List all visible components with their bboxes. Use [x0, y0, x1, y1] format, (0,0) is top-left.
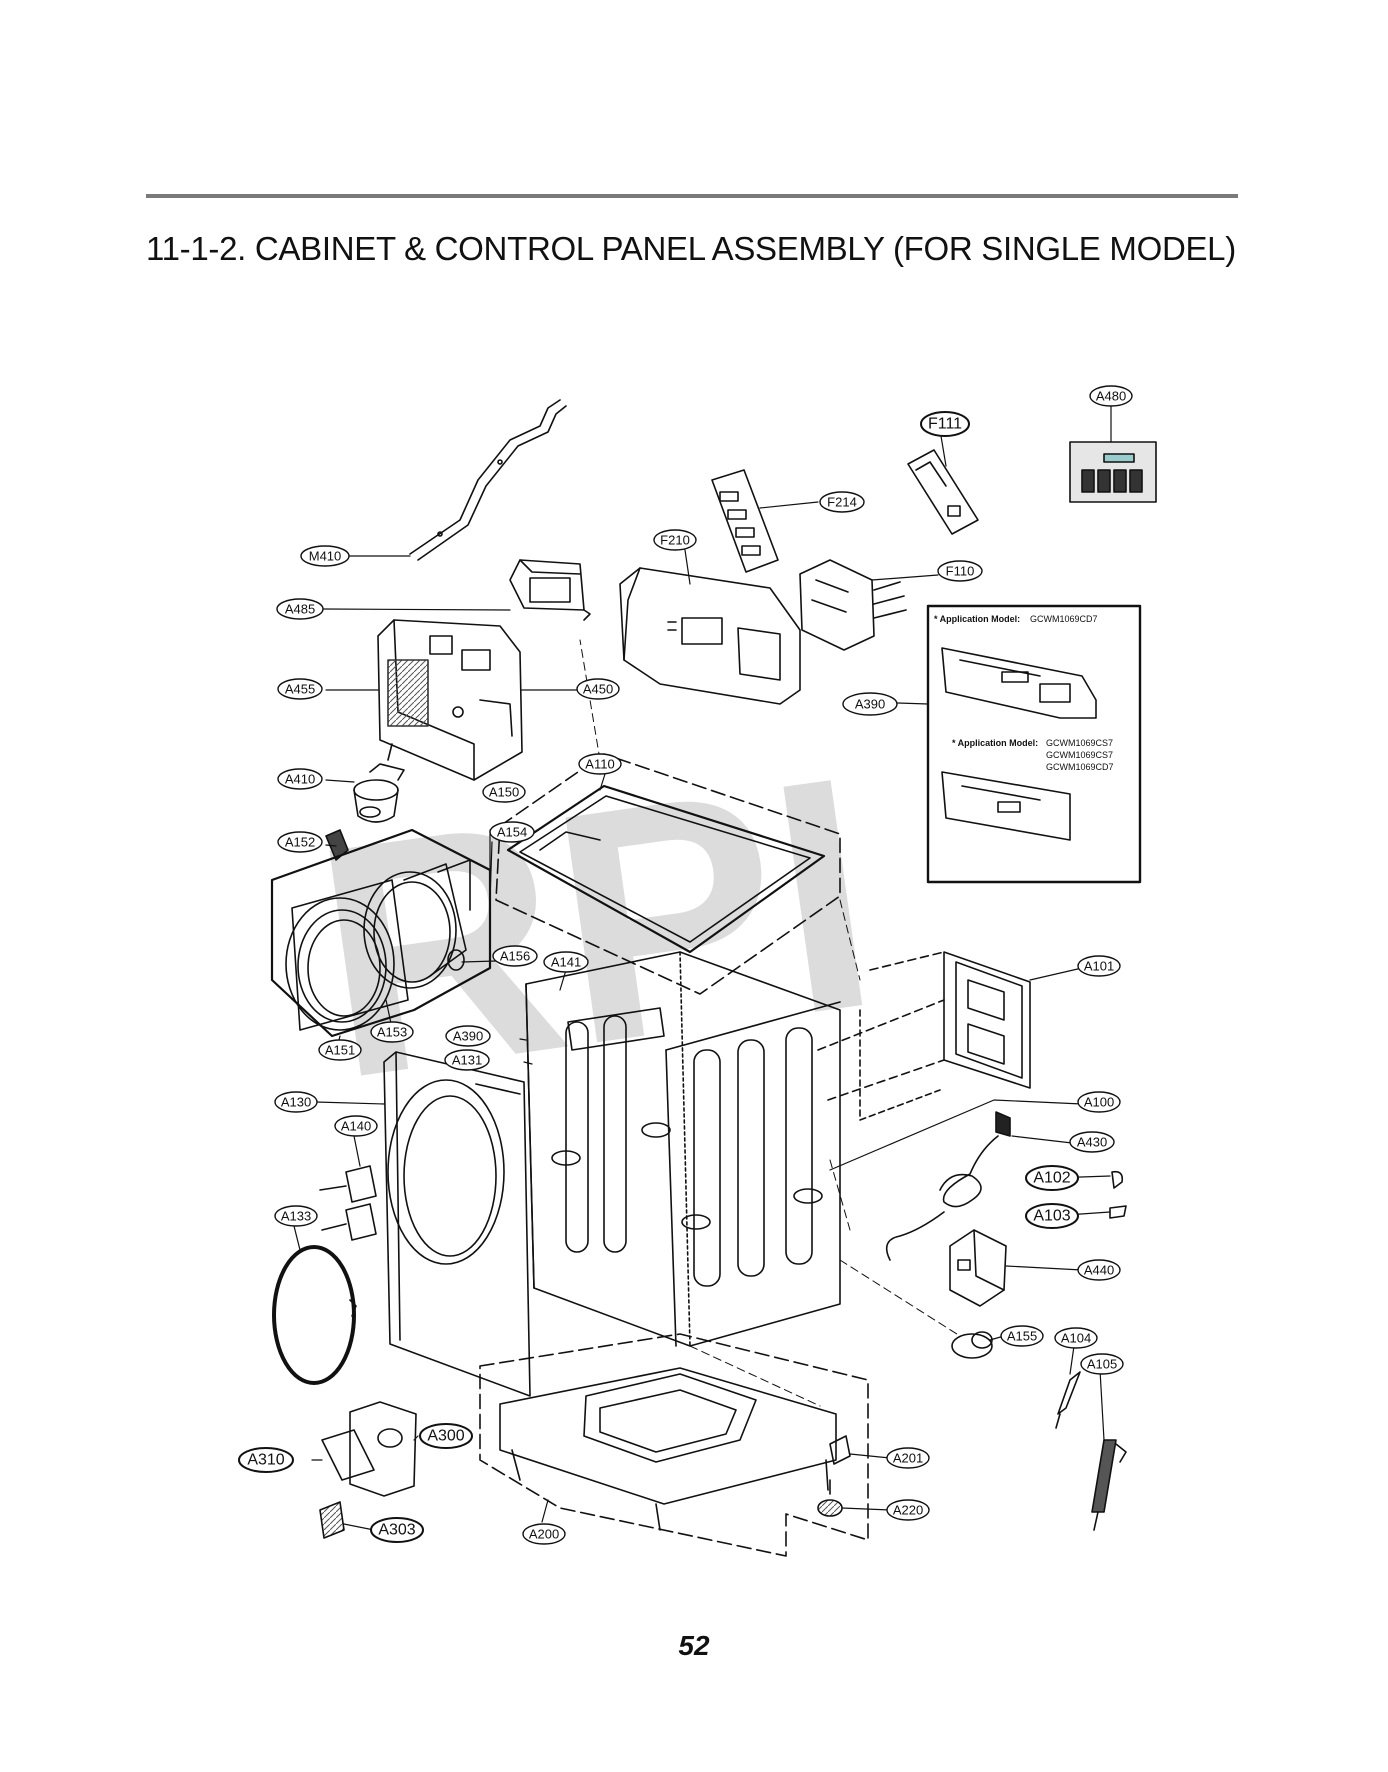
callout-A102: A102 [1033, 1170, 1070, 1187]
callout-A141: A141 [551, 955, 581, 970]
callout-A440: A440 [1084, 1263, 1114, 1278]
callout-A200: A200 [529, 1527, 559, 1542]
display-board-part [907, 449, 979, 535]
callout-A103: A103 [1033, 1208, 1070, 1225]
inset-note2-label: * Application Model: [952, 738, 1038, 748]
callout-A220: A220 [893, 1503, 923, 1518]
callout-A152: A152 [285, 835, 315, 850]
drain-cover-part [319, 1401, 417, 1539]
clip-parts [1109, 1170, 1127, 1219]
callout-A480: A480 [1096, 389, 1126, 404]
callout-A390-inset: A390 [855, 697, 885, 712]
callout-A455: A455 [285, 682, 315, 697]
door-gasket-part [272, 1245, 357, 1385]
callout-F110: F110 [946, 564, 975, 579]
callout-A300: A300 [427, 1428, 464, 1445]
callout-A410: A410 [285, 772, 315, 787]
callout-A450: A450 [583, 682, 613, 697]
door-assembly-group [270, 828, 492, 1038]
inset-note2-model-2: GCWM1069CS7 [1046, 750, 1113, 760]
component-kit-part [1069, 441, 1157, 503]
callout-bubbles [238, 385, 1133, 1545]
cap-part [951, 1331, 993, 1359]
callout-F111: F111 [928, 416, 962, 433]
noise-filter-part [949, 1229, 1007, 1307]
inset-note1-models: GCWM1069CD7 [1030, 614, 1098, 624]
callout-A390: A390 [453, 1029, 483, 1044]
base-frame-part [479, 1333, 869, 1557]
control-pcb-part [799, 559, 907, 651]
callout-A100: A100 [1084, 1095, 1114, 1110]
callout-F214: F214 [827, 495, 857, 510]
inset-note1-label: * Application Model: [934, 614, 1020, 624]
callout-A101: A101 [1084, 959, 1114, 974]
control-panel-front-part [619, 567, 801, 705]
callout-A154: A154 [497, 825, 527, 840]
callout-A303: A303 [378, 1522, 415, 1539]
door-latch-part [325, 829, 349, 861]
inset-note2-model-1: GCWM1069CS7 [1046, 738, 1113, 748]
callout-M410: M410 [309, 549, 342, 564]
pump-motor-part [353, 743, 405, 823]
application-model-inset [926, 604, 1142, 884]
callout-A110: A110 [585, 757, 614, 772]
rear-panel-part [817, 951, 1031, 1121]
button-strip-part [711, 469, 779, 573]
callout-F210: F210 [660, 533, 690, 548]
inset-note2-model-3: GCWM1069CD7 [1046, 762, 1114, 772]
callout-A485: A485 [285, 602, 315, 617]
bracket-rail-part [409, 399, 567, 561]
callout-A133: A133 [281, 1209, 311, 1224]
callout-A201: A201 [893, 1451, 923, 1466]
callout-A130: A130 [281, 1095, 311, 1110]
header-rule [146, 194, 1238, 198]
callout-A151: A151 [325, 1043, 355, 1058]
assembly-dashed-lines [579, 639, 961, 1407]
callout-A104: A104 [1061, 1331, 1091, 1346]
cabinet-body-part [525, 951, 841, 1347]
callout-A131: A131 [452, 1053, 482, 1068]
callout-A105: A105 [1087, 1357, 1117, 1372]
damper-parts [1055, 1371, 1127, 1531]
main-pcb-part [377, 619, 523, 781]
callout-A155: A155 [1007, 1329, 1037, 1344]
callout-A430: A430 [1077, 1135, 1107, 1150]
power-cord-part [885, 1111, 1011, 1261]
leveling-foot-parts [817, 1435, 851, 1517]
callout-A150: A150 [489, 785, 519, 800]
callout-A310: A310 [247, 1452, 284, 1469]
page-title: 11-1-2. CABINET & CONTROL PANEL ASSEMBLY… [146, 230, 1236, 267]
callout-A156: A156 [500, 949, 530, 964]
sensor-box-part [509, 559, 591, 621]
door-hinge-part [319, 1165, 377, 1241]
callout-A153: A153 [377, 1025, 407, 1040]
callout-A140: A140 [341, 1119, 371, 1134]
front-panel-part [383, 1051, 531, 1397]
page-number: 52 [678, 1630, 710, 1661]
